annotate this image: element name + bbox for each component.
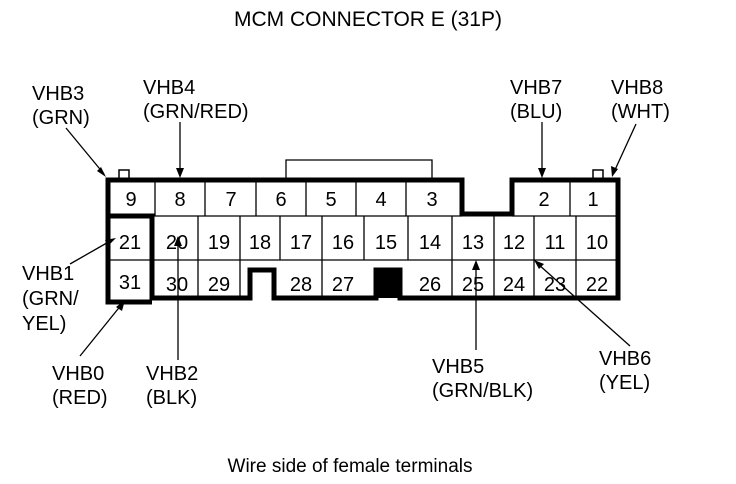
diagram-title: MCM CONNECTOR E (31P) (234, 8, 502, 31)
label-vhb6-wire: (YEL) (599, 372, 650, 394)
pin-24: 24 (503, 274, 525, 296)
pin-3: 3 (426, 189, 437, 211)
pin-28: 28 (290, 274, 312, 296)
pin-18: 18 (249, 232, 271, 254)
blocked-cavity (376, 270, 400, 298)
label-vhb7-wire: (BLU) (510, 101, 562, 123)
label-vhb4-name: VHB4 (143, 77, 195, 99)
pin-23: 23 (544, 274, 566, 296)
pin-15: 15 (375, 232, 397, 254)
pin-12: 12 (503, 232, 525, 254)
pin-4: 4 (375, 189, 386, 211)
pin-19: 19 (208, 232, 230, 254)
pin-2: 2 (538, 189, 549, 211)
label-vhb1-name: VHB1 (22, 263, 74, 285)
leader-lines (65, 122, 637, 360)
pin-26: 26 (419, 274, 441, 296)
label-vhb4-wire: (GRN/RED) (143, 101, 249, 123)
pin-14: 14 (419, 232, 441, 254)
pin-numbers: 9 8 7 6 5 4 3 2 1 21 20 19 18 17 16 15 1… (119, 189, 608, 296)
pin-30: 30 (166, 274, 188, 296)
pin-grid (108, 180, 618, 298)
label-vhb3-name: VHB3 (32, 83, 84, 105)
pin-5: 5 (325, 189, 336, 211)
label-vhb7-name: VHB7 (510, 77, 562, 99)
label-vhb3-wire: (GRN) (32, 107, 90, 129)
pin-13: 13 (462, 232, 484, 254)
label-vhb1-wire2: YEL) (22, 313, 66, 335)
label-vhb6-name: VHB6 (599, 348, 651, 370)
label-vhb5-name: VHB5 (432, 356, 484, 378)
label-vhb8-name: VHB8 (611, 77, 663, 99)
label-vhb8-wire: (WHT) (611, 101, 670, 123)
pin-17: 17 (290, 232, 312, 254)
pin-7: 7 (225, 189, 236, 211)
label-vhb2-name: VHB2 (146, 363, 198, 385)
pin-11: 11 (545, 232, 566, 254)
pin-8: 8 (174, 189, 185, 211)
pin-31: 31 (119, 272, 141, 294)
pin-25: 25 (462, 274, 484, 296)
label-vhb5-wire: (GRN/BLK) (432, 380, 533, 402)
diagram-caption: Wire side of female terminals (228, 456, 473, 477)
label-vhb2-wire: (BLK) (146, 387, 197, 409)
pin-6: 6 (275, 189, 286, 211)
pin-29: 29 (208, 274, 230, 296)
connector-latch (285, 159, 433, 180)
pin-16: 16 (332, 232, 354, 254)
label-vhb1-wire1: (GRN/ (22, 288, 79, 310)
pin-27: 27 (332, 274, 354, 296)
label-vhb0-wire: (RED) (52, 387, 108, 409)
pin-10: 10 (586, 232, 608, 254)
label-vhb0-name: VHB0 (52, 363, 104, 385)
callout-labels: VHB3 (GRN) VHB4 (GRN/RED) VHB7 (BLU) VHB… (22, 77, 670, 409)
pin-1: 1 (587, 189, 598, 211)
pin-22: 22 (586, 274, 608, 296)
pin-9: 9 (125, 189, 136, 211)
pin-21: 21 (119, 232, 141, 254)
